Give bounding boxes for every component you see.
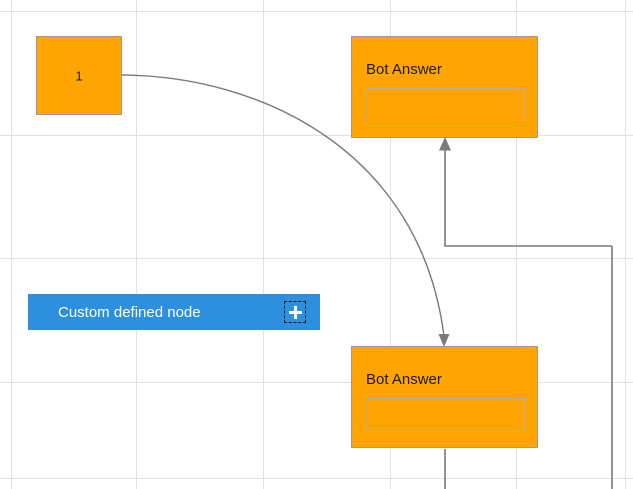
node-title: Bot Answer	[366, 61, 442, 78]
plus-icon[interactable]	[284, 301, 306, 323]
node-bot-answer-bottom[interactable]: Bot Answer	[351, 346, 538, 448]
plus-vertical-bar	[293, 305, 297, 319]
node-custom-defined-label: Custom defined node	[58, 303, 201, 321]
node-numbered-1[interactable]: 1	[36, 36, 122, 115]
node-answer-slot[interactable]	[366, 88, 525, 122]
node-answer-slot[interactable]	[366, 398, 525, 432]
node-number-label: 1	[75, 68, 83, 83]
edge-loop-to-bot-answer-top[interactable]	[439, 137, 612, 247]
node-bot-answer-top[interactable]: Bot Answer	[351, 36, 538, 138]
node-title: Bot Answer	[366, 371, 442, 388]
edge-curve-node1-to-bot-answer-bottom[interactable]	[121, 74, 450, 347]
plus-glyph	[288, 305, 302, 319]
node-custom-defined[interactable]: Custom defined node	[28, 294, 320, 330]
